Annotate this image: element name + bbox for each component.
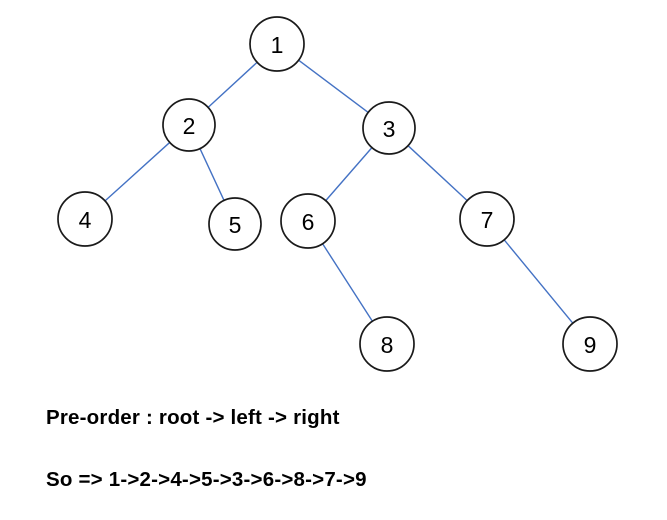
- tree-node-circle-3: [362, 101, 416, 155]
- tree-node-9[interactable]: 9: [562, 316, 618, 372]
- tree-node-circle-8: [359, 316, 415, 372]
- tree-node-label-9: 9: [584, 332, 597, 358]
- tree-node-1[interactable]: 1: [249, 16, 305, 72]
- tree-node-label-8: 8: [381, 332, 394, 358]
- tree-node-3[interactable]: 3: [362, 101, 416, 155]
- tree-node-circle-4: [57, 191, 113, 247]
- tree-node-8[interactable]: 8: [359, 316, 415, 372]
- edge-layer: [104, 59, 574, 324]
- tree-node-circle-1: [249, 16, 305, 72]
- tree-node-circle-7: [459, 191, 515, 247]
- preorder-rule-caption: Pre-order : root -> left -> right: [46, 406, 340, 429]
- tree-node-2[interactable]: 2: [162, 98, 216, 152]
- tree-edge-3-6: [325, 147, 373, 202]
- tree-node-circle-6: [280, 193, 336, 249]
- traversal-result-caption: So => 1->2->4->5->3->6->8->7->9: [46, 468, 367, 491]
- tree-node-circle-5: [208, 197, 262, 251]
- tree-edge-3-7: [407, 145, 468, 202]
- tree-node-5[interactable]: 5: [208, 197, 262, 251]
- tree-node-4[interactable]: 4: [57, 191, 113, 247]
- tree-edge-6-8: [322, 243, 373, 322]
- tree-node-circle-2: [162, 98, 216, 152]
- tree-node-label-6: 6: [302, 209, 315, 235]
- tree-node-7[interactable]: 7: [459, 191, 515, 247]
- tree-edge-7-9: [503, 239, 574, 324]
- tree-node-label-4: 4: [79, 207, 92, 233]
- tree-edge-2-4: [104, 141, 171, 202]
- tree-node-circle-9: [562, 316, 618, 372]
- tree-node-6[interactable]: 6: [280, 193, 336, 249]
- tree-node-label-2: 2: [183, 113, 196, 139]
- binary-tree-diagram: 1 2 3 4 5 6 7 8 9: [57, 16, 618, 372]
- tree-edge-2-5: [199, 148, 225, 201]
- tree-node-label-3: 3: [383, 116, 396, 142]
- tree-edge-1-3: [298, 59, 369, 113]
- tree-node-label-1: 1: [271, 32, 284, 58]
- tree-edge-1-2: [207, 61, 258, 108]
- tree-node-label-5: 5: [229, 212, 242, 238]
- node-layer: 1 2 3 4 5 6 7 8 9: [57, 16, 618, 372]
- tree-node-label-7: 7: [481, 207, 494, 233]
